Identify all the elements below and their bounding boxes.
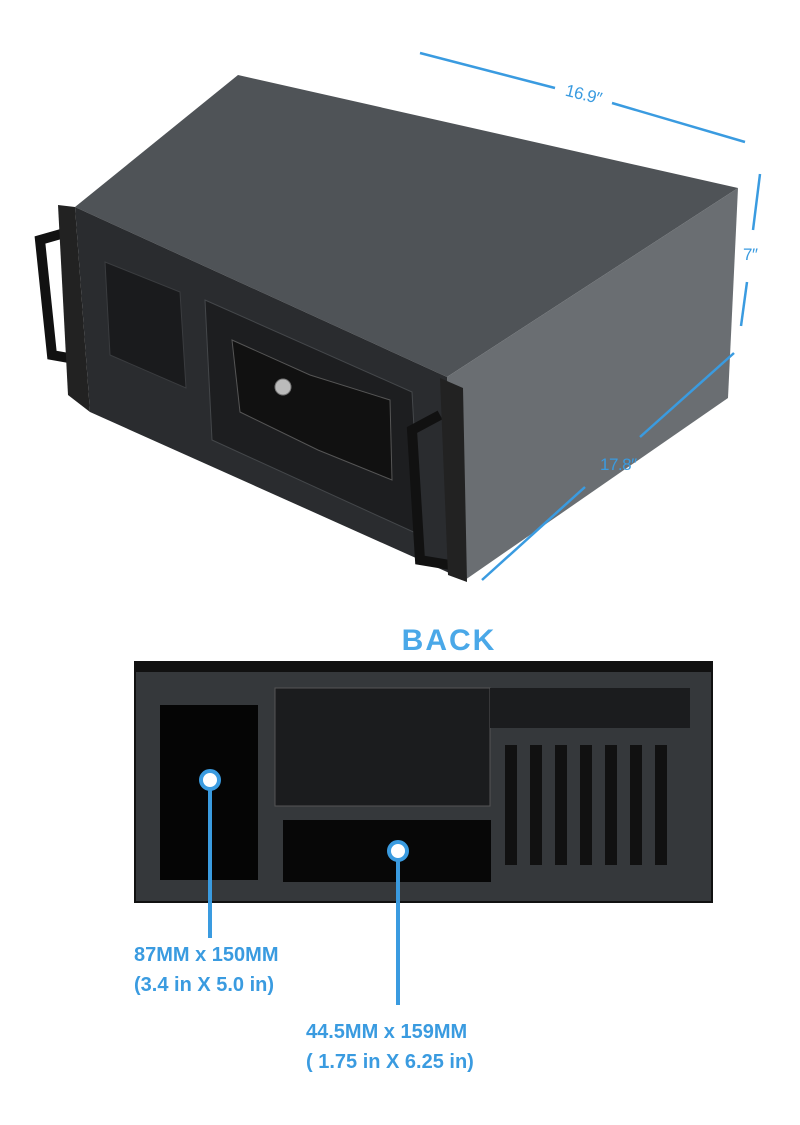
case-top-face: [75, 75, 738, 377]
depth-line-a: [639, 352, 735, 438]
callout-dot-psu: [199, 769, 221, 791]
expansion-slot: [580, 745, 592, 865]
expansion-slot: [555, 745, 567, 865]
height-dimension: 7″: [743, 245, 758, 264]
drive-bay-size-callout: 44.5MM x 159MM ( 1.75 in X 6.25 in): [306, 1017, 474, 1077]
case-side-face: [447, 188, 738, 580]
fan-grille: [274, 687, 491, 807]
expansion-slot: [530, 745, 542, 865]
expansion-slot: [505, 745, 517, 865]
rack-ear-left: [58, 205, 90, 412]
handle-left: [34, 227, 81, 365]
height-line-b: [739, 281, 749, 327]
callout-dot-drive: [387, 840, 409, 862]
top-vent: [490, 688, 690, 728]
width-line-a: [419, 51, 556, 90]
door-window: [231, 339, 393, 481]
width-line-b: [611, 101, 746, 144]
server-case-back-view: [134, 661, 713, 903]
dimension-lines: [419, 51, 762, 581]
psu-size-mm: 87MM x 150MM: [134, 944, 279, 966]
callout-markers: [199, 769, 409, 1005]
expansion-slot: [605, 745, 617, 865]
depth-line-b: [481, 486, 586, 581]
lock-icon: [274, 378, 292, 396]
rack-ear-right: [440, 378, 467, 582]
server-case-front-view: [34, 75, 738, 582]
depth-dimension: 17.8″: [600, 455, 637, 474]
psu-size-in: (3.4 in X 5.0 in): [134, 974, 275, 996]
height-line-a: [751, 173, 762, 231]
expansion-slot: [630, 745, 642, 865]
back-label: BACK: [401, 624, 497, 657]
handle-right: [406, 410, 451, 570]
drive-bay-size-in: ( 1.75 in X 6.25 in): [306, 1051, 474, 1073]
expansion-slots: [505, 745, 667, 865]
expansion-slot: [655, 745, 667, 865]
drive-bay-size-mm: 44.5MM x 159MM: [306, 1021, 468, 1043]
back-top-lip: [135, 662, 712, 672]
vent-grille: [104, 261, 187, 389]
psu-size-callout: 87MM x 150MM (3.4 in X 5.0 in): [134, 940, 279, 1000]
